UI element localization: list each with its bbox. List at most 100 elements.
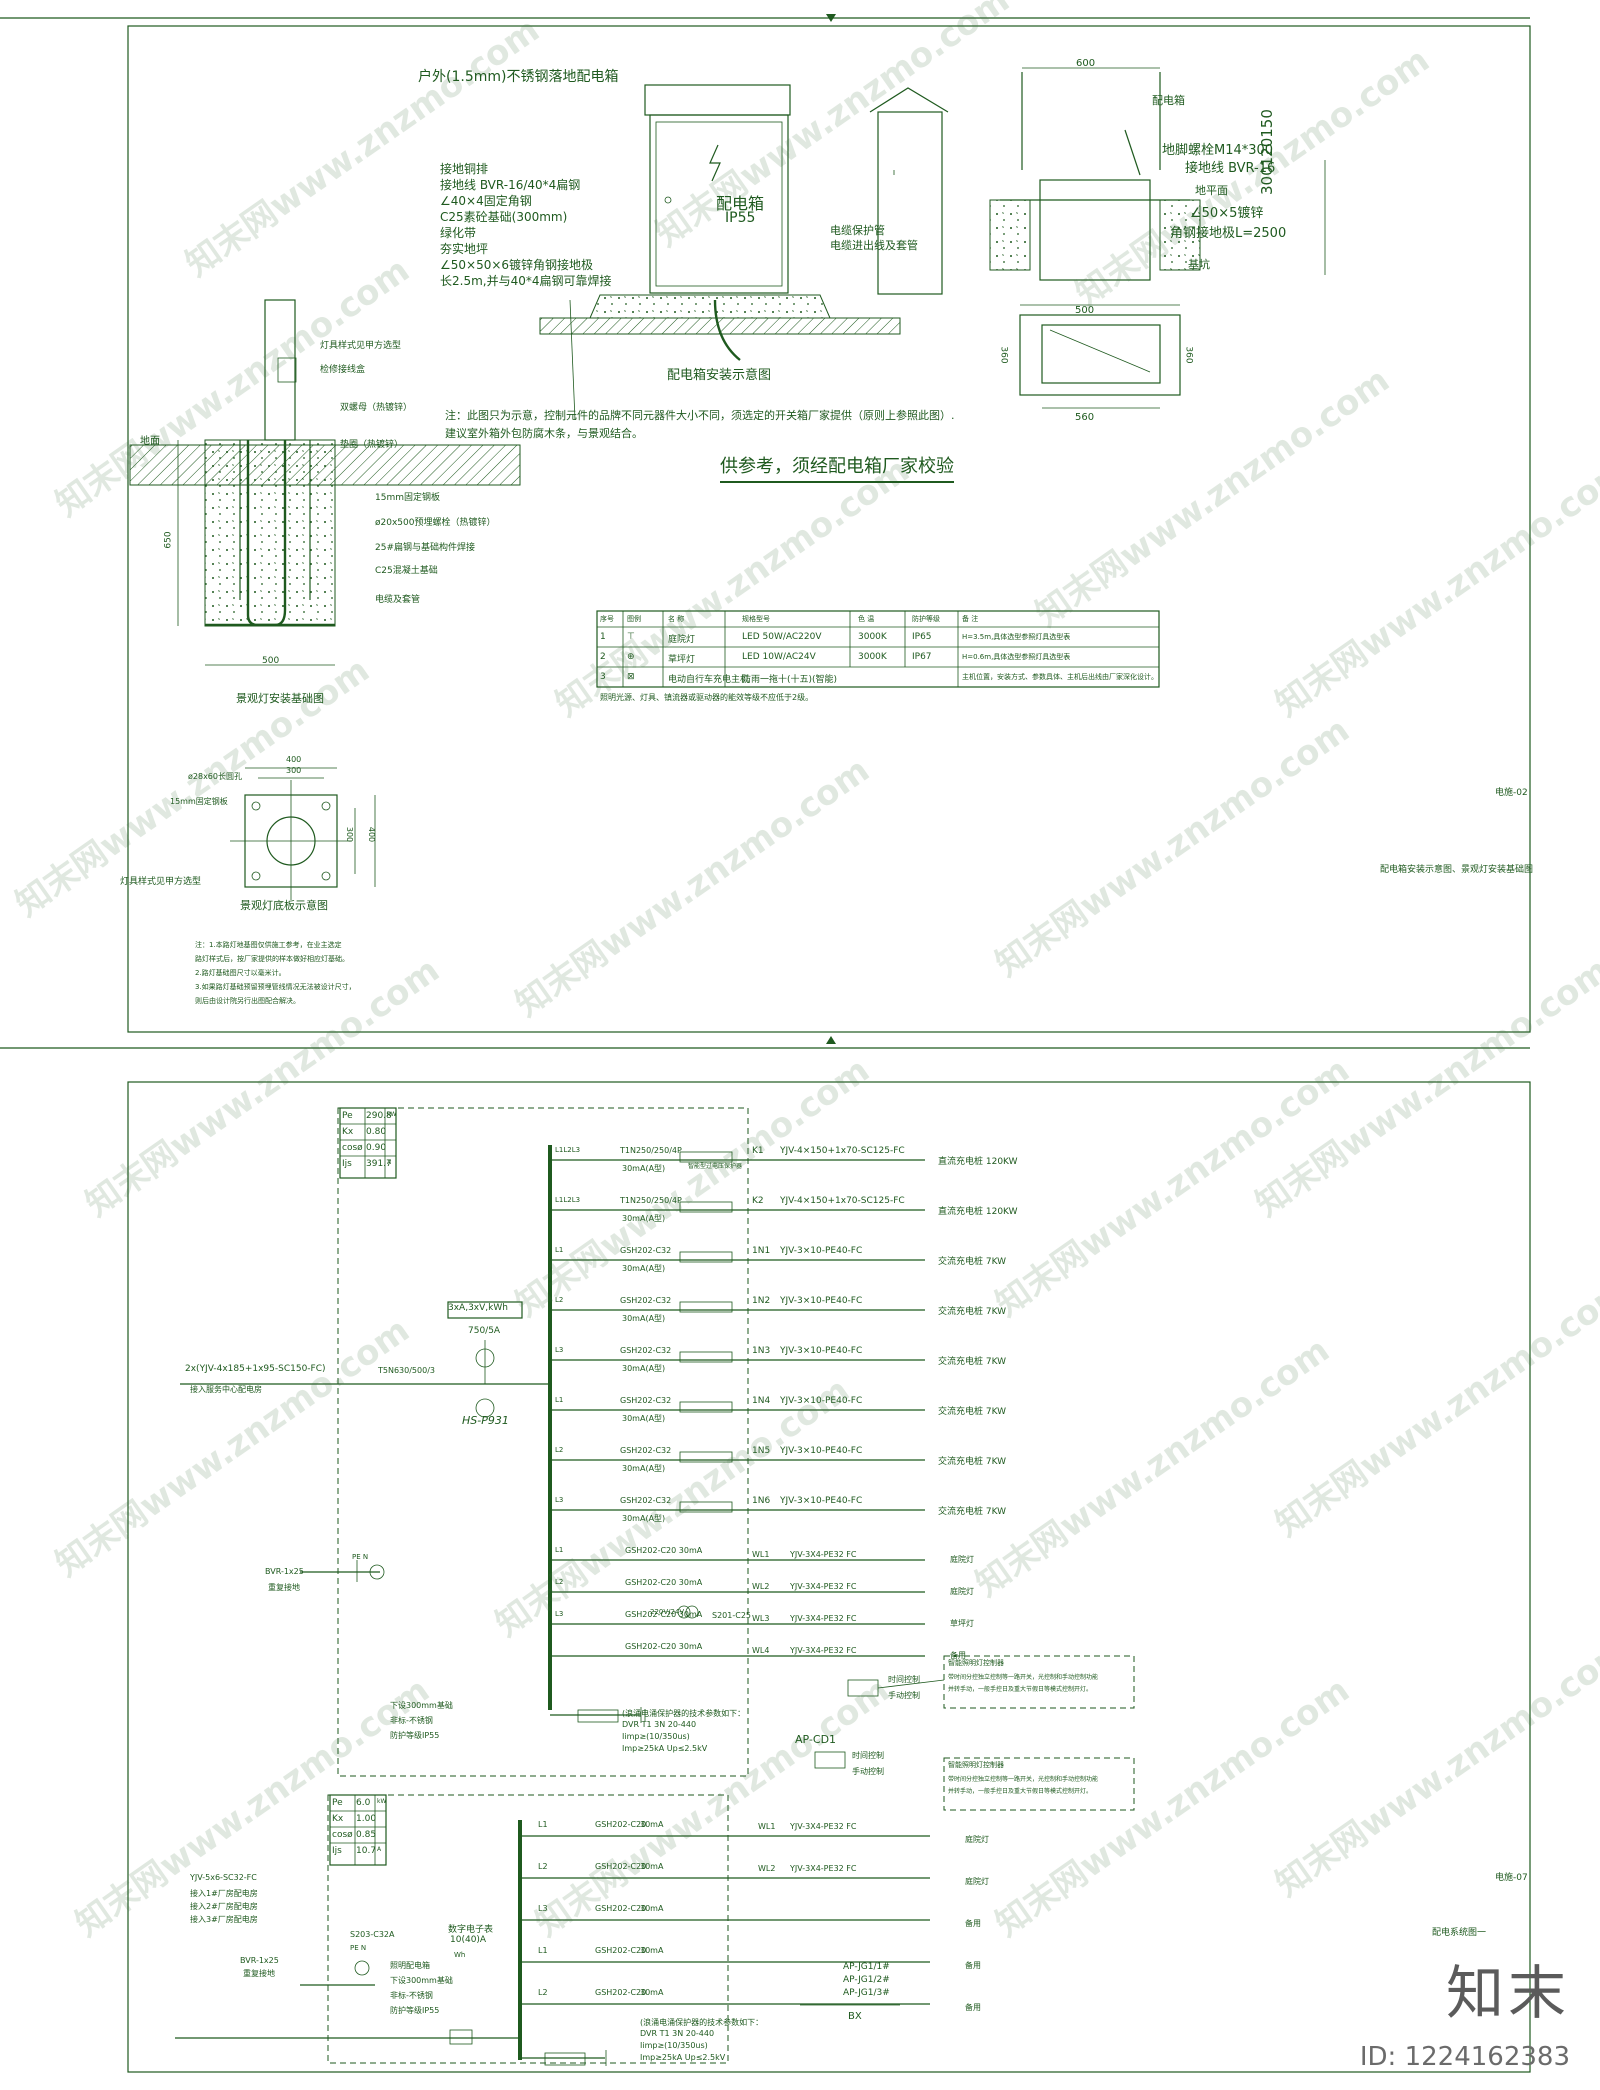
feeder-breaker: GSH202-C32 [620,1346,672,1355]
feeder-cable: YJV-3X4-PE32 FC [790,1822,857,1831]
box-elevation [539,84,901,421]
table-footnote: 照明光源、灯具、镇流器或驱动器的能效等级不应低于2级。 [600,693,814,702]
sheet1-title: 配电箱安装示意图、景观灯安装基础图 [1380,865,1534,875]
ground-1-label: BVR-1x25 [265,1567,304,1576]
box2-note: 非标-不锈钢 [390,1991,433,2000]
lamp-callout: 垫圈（热镀锌） [340,440,404,450]
feeder-cable: YJV-3X4-PE32 FC [790,1646,857,1655]
load-table-cell: Kx [332,1814,344,1824]
box-callout: ∠40×4固定角钢 [440,194,532,208]
box-callout: 接地线 BVR-16/40*4扁钢 [440,178,581,192]
meter-2-label: 数字电子表 [448,1925,494,1935]
feeder-cable: YJV-3X4-PE32 FC [790,1550,857,1559]
incomer-2 [175,1820,522,2060]
table-cell: 3 [600,672,606,682]
plate-note: 注：1.本路灯地基图仅供施工参考，在业主选定 [195,941,342,949]
feeder-breaker: GSH202-C32 [620,1296,672,1305]
box1-note: 下设300mm基础 [390,1701,453,1710]
box-face-label: 配电箱 [716,194,765,213]
table-cell: IP65 [912,632,932,642]
load-table-cell: kW [377,1798,387,1805]
table-cell: LED 10W/AC24V [742,652,816,662]
feeder-cable: YJV-3X4-PE32 FC [790,1582,857,1591]
plate-note: 3.如果路灯基础预留预埋管线情况无法被设计尺寸， [195,983,356,991]
box-title-top: 户外(1.5mm)不锈钢落地配电箱 [418,69,619,85]
table-cell: 2 [600,652,606,662]
feeder-phase: L2 [555,1296,564,1304]
load-table-cell: 6.0 [356,1798,371,1808]
box1-name: AP-CD1 [795,1733,837,1746]
sheet2-frame [0,1036,1531,2073]
table-cell: 草坪灯 [668,655,696,665]
load-table-cell: 391.7 [366,1159,392,1169]
load-table-cell: Pe [342,1111,353,1121]
feeder-load: 草坪灯 [950,1619,974,1628]
feeder-load: 备用 [965,1919,981,1928]
lamp-callout: 25#扁钢与基础构件焊接 [375,543,475,553]
lamp-callout: 电缆及套管 [375,595,421,605]
lamp-callout: C25混凝土基础 [375,566,438,576]
controller-text: 并转手动，一般手控日及重大节假日等模式控制开灯。 [948,1686,1093,1693]
table-cell: 防雨一拖十(十五)(智能) [742,675,838,685]
feeder-load: 交流充电桩 7KW [938,1407,1007,1417]
pe-n-label-2: PE N [350,1944,367,1952]
feeder-phase: L1L2L3 [555,1146,581,1154]
load-table-cell: 290.8 [366,1111,392,1121]
feeder-load: 庭院灯 [950,1555,974,1564]
feeder-rcd: 30mA(A型) [622,1164,666,1173]
lamp-base-plate [230,767,376,900]
sheet2-title: 配电系统图一 [1432,1928,1487,1938]
feeder-phase: L3 [538,1904,548,1913]
load-table-cell: 0.90 [366,1143,387,1153]
load-table-cell: Ijs [342,1159,352,1169]
section-label: 地平面 [1195,184,1228,197]
feeder-rcd: 30mA [640,1904,664,1913]
meter-2-tag: Wh [454,1951,466,1959]
feeder-cable: YJV-3X4-PE32 FC [790,1614,857,1623]
feeder-load: 交流充电桩 7KW [938,1457,1007,1467]
table-header: 色 温 [858,615,875,623]
section-label: 地脚螺栓M14*300 [1162,143,1274,158]
rcd-box [679,1301,733,1313]
feeder-phase: L2 [555,1578,564,1586]
box-callout: 接地铜排 [440,162,489,176]
feeder-rcd: 30mA(A型) [622,1464,666,1473]
feeder-load: 庭院灯 [965,1877,989,1886]
feeder-no: WL1 [758,1822,776,1831]
feeder-cable: YJV-3×10-PE40-FC [780,1496,863,1506]
controller-text-2: 并转手动，一般手控日及重大节假日等模式控制开灯。 [948,1788,1093,1795]
ground-label: 地面 [140,436,160,447]
feeder-breaker: GSH202-C20 30mA [625,1578,703,1587]
emphasis-text: 供参考，须经配电箱厂家校验 [720,452,954,483]
feeder-no: 1N2 [752,1296,771,1306]
feeder-no: K2 [752,1196,764,1206]
rcd-box [679,1251,733,1263]
lamp-callout: 灯具样式见甲方选型 [320,341,402,351]
feeder-phase: L1 [555,1546,564,1554]
box-install-caption: 配电箱安装示意图 [667,368,772,383]
feeder-breaker: GSH202-C20 [595,1904,647,1913]
feeder-breaker: GSH202-C32 [620,1446,672,1455]
feeder-no: WL2 [752,1582,770,1591]
plate-dim: 300 [345,826,355,843]
spd-1-text: Imp≥25kA Up≤2.5kV [622,1744,708,1753]
box-callout: 夯实地坪 [440,242,489,256]
feeder-phase: L3 [555,1496,564,1504]
feeder-phase: L3 [555,1610,564,1618]
load-table-cell: 1.00 [356,1814,377,1824]
spd-2 [520,2050,607,2066]
box2-note: 照明配电箱 [390,1961,430,1970]
feeder-no: 1N4 [752,1396,771,1406]
spd-2-text: DVR T1 3N 20-440 [640,2029,715,2038]
trafo-breaker: S201-C25 [712,1611,751,1620]
feeder-breaker: GSH202-C20 30mA [625,1546,703,1555]
spd-1-text: Iimp≥(10/350us) [622,1732,690,1741]
table-cell: 3000K [858,652,887,662]
spd-1 [550,1707,646,1723]
lamp-caption: 景观灯安装基础图 [236,692,324,705]
box2-note: 下设300mm基础 [390,1976,453,1985]
table-cell: LED 50W/AC220V [742,632,822,642]
feeder-rcd: 30mA [640,1946,664,1955]
feeder-load: 交流充电桩 7KW [938,1307,1007,1317]
